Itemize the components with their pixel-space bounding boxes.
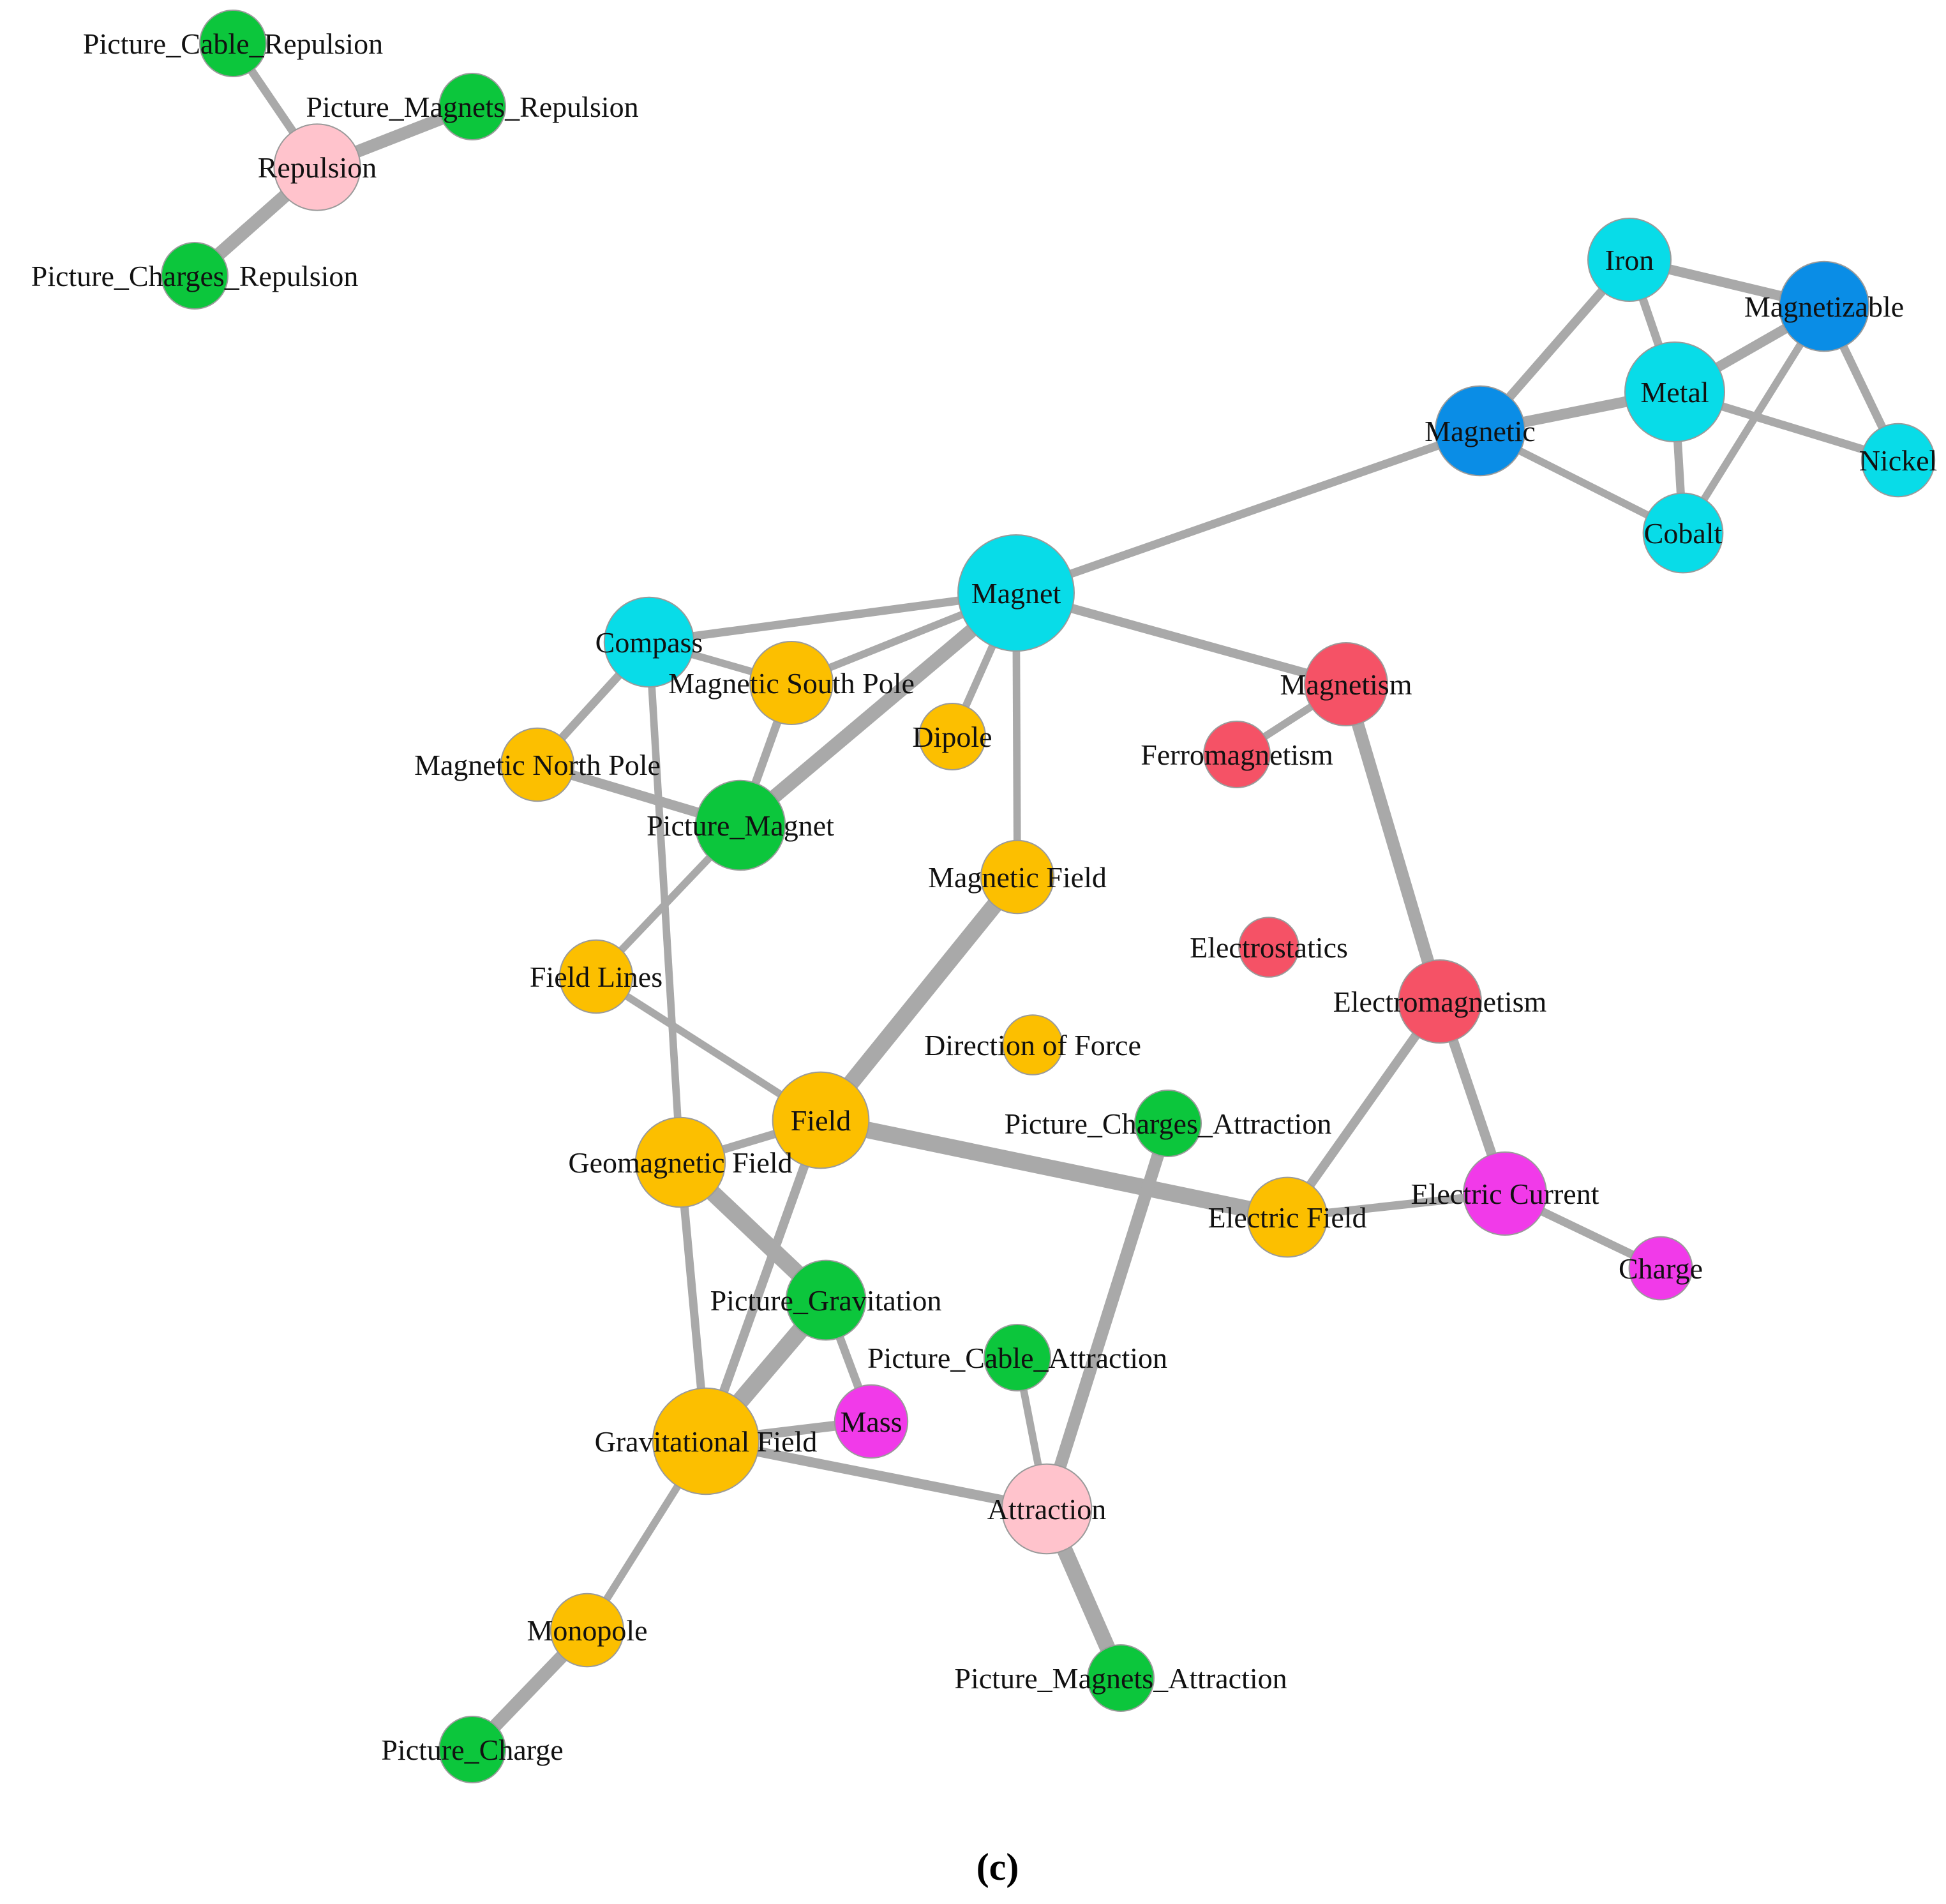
node-compass xyxy=(603,596,695,688)
node-attraction xyxy=(1001,1463,1093,1555)
node-direction_of_force xyxy=(1002,1014,1063,1076)
node-label-picture_charge: Picture_Charge xyxy=(381,1734,563,1766)
node-label-compass: Compass xyxy=(595,626,703,659)
node-label-picture_magnets_repulsion: Picture_Magnets_Repulsion xyxy=(306,91,638,123)
node-mass xyxy=(834,1384,909,1459)
node-label-magnetic: Magnetic xyxy=(1425,415,1536,447)
node-label-geomagnetic_field: Geomagnetic Field xyxy=(568,1146,792,1179)
node-label-direction_of_force: Direction of Force xyxy=(924,1029,1141,1061)
node-magnet xyxy=(957,534,1075,652)
edge-field-electric_field xyxy=(819,1112,1289,1226)
node-picture_magnet xyxy=(694,779,786,871)
node-picture_charges_repulsion xyxy=(161,242,228,310)
node-label-iron: Iron xyxy=(1605,244,1654,276)
node-metal xyxy=(1624,341,1725,442)
node-magnetizable xyxy=(1778,260,1870,352)
node-field_lines xyxy=(558,939,634,1014)
node-charge xyxy=(1628,1236,1693,1301)
node-label-picture_cable_repulsion: Picture_Cable_Repulsion xyxy=(83,27,383,60)
node-label-magnetic_field: Magnetic Field xyxy=(928,861,1107,894)
edge-magnetism-electromagnetism xyxy=(1340,682,1446,1003)
node-picture_magnets_repulsion xyxy=(438,73,506,140)
node-label-picture_charges_attraction: Picture_Charges_Attraction xyxy=(1005,1107,1332,1140)
node-label-charge: Charge xyxy=(1619,1252,1703,1285)
edge-magnetic_field-field xyxy=(814,871,1024,1126)
node-monopole xyxy=(550,1593,625,1668)
label-layer: Picture_Cable_RepulsionPicture_Magnets_R… xyxy=(31,27,1938,1766)
node-cobalt xyxy=(1642,492,1724,574)
node-label-magnetism: Magnetism xyxy=(1280,668,1412,701)
node-label-picture_cable_attraction: Picture_Cable_Attraction xyxy=(867,1342,1167,1374)
edge-gravitational_field-attraction xyxy=(705,1436,1048,1514)
node-picture_cable_repulsion xyxy=(199,10,267,77)
node-label-field: Field xyxy=(791,1104,851,1137)
node-label-magnetic_north_pole: Magnetic North Pole xyxy=(414,749,661,781)
node-electric_current xyxy=(1463,1151,1547,1236)
node-label-picture_magnets_attraction: Picture_Magnets_Attraction xyxy=(954,1662,1287,1695)
node-label-electromagnetism: Electromagnetism xyxy=(1333,986,1547,1018)
edge-magnetic-magnet xyxy=(1014,426,1482,597)
node-picture_charges_attraction xyxy=(1134,1090,1202,1157)
node-picture_magnets_attraction xyxy=(1087,1644,1155,1712)
node-picture_gravitation xyxy=(785,1259,867,1341)
node-magnetic_south_pole xyxy=(749,641,834,725)
node-nickel xyxy=(1860,423,1936,498)
node-magnetic_field xyxy=(980,839,1055,915)
node-label-magnetizable: Magnetizable xyxy=(1744,290,1904,323)
node-ferromagnetism xyxy=(1203,721,1271,788)
node-label-magnet: Magnet xyxy=(971,577,1061,610)
node-label-dipole: Dipole xyxy=(912,721,992,753)
node-electrostatics xyxy=(1238,917,1299,978)
node-label-electric_current: Electric Current xyxy=(1411,1178,1599,1210)
node-label-electric_field: Electric Field xyxy=(1208,1201,1366,1234)
edge-field-gravitational_field xyxy=(701,1118,825,1443)
node-magnetism xyxy=(1304,642,1388,726)
node-field xyxy=(772,1071,870,1169)
node-label-field_lines: Field Lines xyxy=(530,961,662,993)
node-label-magnetic_south_pole: Magnetic South Pole xyxy=(668,667,915,700)
node-magnetic xyxy=(1434,385,1526,477)
node-label-repulsion: Repulsion xyxy=(258,151,377,184)
node-geomagnetic_field xyxy=(634,1116,726,1208)
node-dipole xyxy=(918,703,986,770)
node-label-picture_gravitation: Picture_Gravitation xyxy=(710,1284,942,1317)
node-label-nickel: Nickel xyxy=(1859,444,1938,477)
node-label-ferromagnetism: Ferromagnetism xyxy=(1141,738,1333,771)
node-label-cobalt: Cobalt xyxy=(1644,517,1723,550)
node-electric_field xyxy=(1246,1176,1328,1258)
node-layer xyxy=(161,10,1936,1783)
node-picture_charge xyxy=(438,1716,506,1783)
edge-electromagnetism-electric_field xyxy=(1284,998,1444,1220)
node-picture_cable_attraction xyxy=(984,1324,1051,1391)
node-label-picture_charges_repulsion: Picture_Charges_Repulsion xyxy=(31,260,359,292)
edge-picture_charges_attraction-attraction xyxy=(1040,1121,1174,1511)
node-label-picture_magnet: Picture_Magnet xyxy=(647,809,834,842)
node-label-monopole: Monopole xyxy=(527,1614,647,1647)
figure-caption: (c) xyxy=(977,1846,1019,1888)
node-label-metal: Metal xyxy=(1640,376,1709,409)
node-electromagnetism xyxy=(1398,959,1482,1044)
edge-magnet-picture_magnet xyxy=(735,587,1021,831)
node-label-attraction: Attraction xyxy=(987,1493,1107,1525)
edge-magnet-compass xyxy=(648,588,1017,647)
node-label-gravitational_field: Gravitational Field xyxy=(595,1425,818,1458)
node-repulsion xyxy=(273,123,361,211)
node-iron xyxy=(1587,218,1672,302)
node-label-mass: Mass xyxy=(840,1406,902,1438)
node-label-electrostatics: Electrostatics xyxy=(1190,931,1348,964)
node-magnetic_north_pole xyxy=(500,727,575,802)
node-gravitational_field xyxy=(652,1387,760,1495)
